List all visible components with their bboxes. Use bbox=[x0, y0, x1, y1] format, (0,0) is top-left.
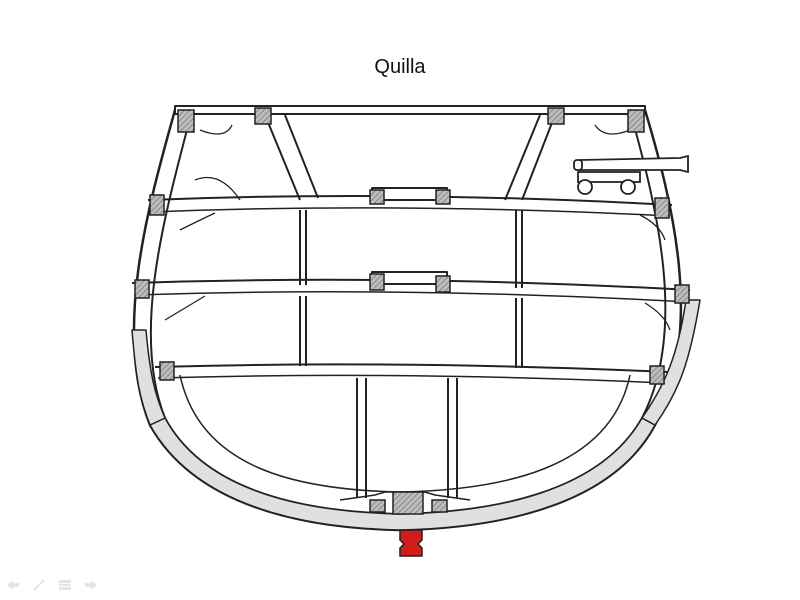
arrow-left-icon[interactable] bbox=[6, 578, 20, 590]
keel-highlight bbox=[399, 529, 423, 557]
lower-deck bbox=[154, 363, 669, 373]
pen-icon[interactable] bbox=[32, 578, 46, 591]
slide-title: Quilla bbox=[374, 56, 426, 78]
arrow-right-icon[interactable] bbox=[84, 578, 98, 590]
menu-icon[interactable] bbox=[58, 578, 72, 590]
cannon-icon bbox=[573, 154, 689, 195]
slide-navigation bbox=[6, 578, 98, 591]
